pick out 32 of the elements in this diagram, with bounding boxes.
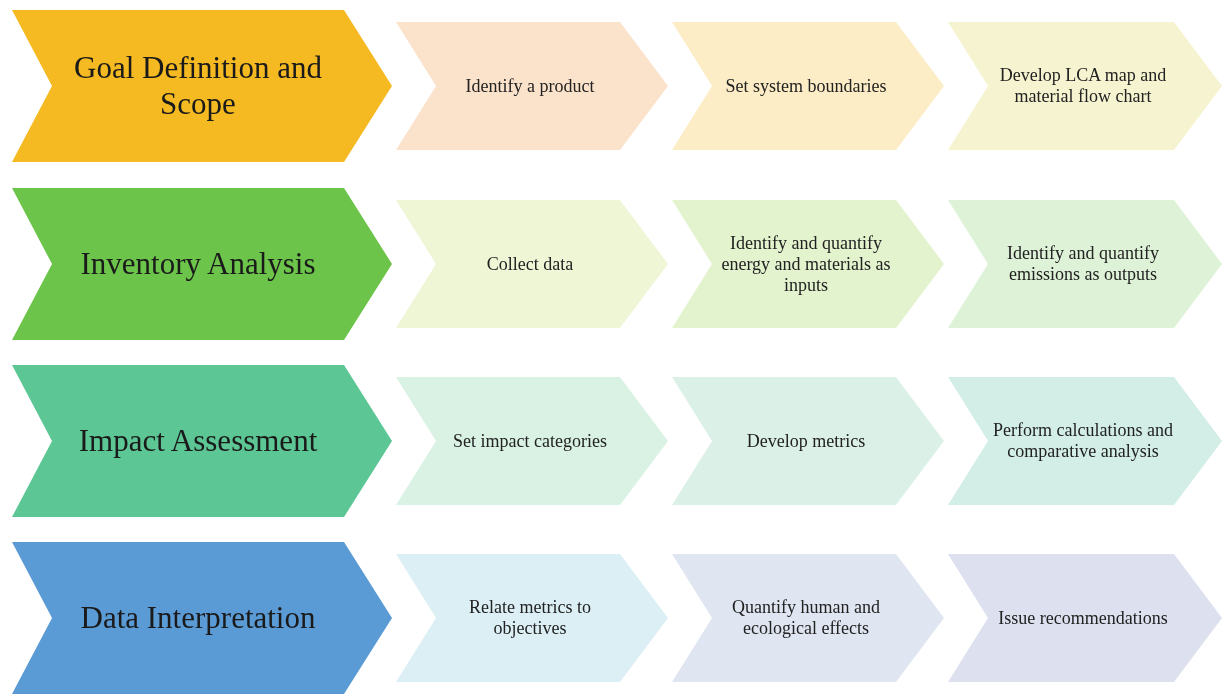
chevron-shape <box>12 188 392 340</box>
chevron-shape <box>948 200 1222 328</box>
chevron-shape <box>948 22 1222 150</box>
chevron-shape <box>672 377 944 505</box>
chevron-shape <box>396 22 668 150</box>
chevron-shape <box>672 200 944 328</box>
chevron-shape <box>396 200 668 328</box>
chevron-shape <box>12 542 392 694</box>
step-label: Identify and quantify energy and materials as inputs <box>720 232 892 296</box>
chevron-shape <box>396 377 668 505</box>
phase-title: Goal Definition and Scope <box>73 50 323 122</box>
step-label: Develop LCA map and material flow chart <box>998 65 1168 107</box>
step-label: Develop metrics <box>746 430 866 452</box>
step-label: Identify and quantify emissions as outputs <box>1006 243 1160 285</box>
step-label: Perform calculations and comparative analysis <box>992 420 1174 462</box>
chevron-shape <box>672 22 944 150</box>
step-label: Collect data <box>486 253 574 275</box>
chevron-shape <box>948 554 1222 682</box>
phase-title: Inventory Analysis <box>80 246 316 282</box>
phase-title: Impact Assessment <box>78 423 318 459</box>
chevron-shape <box>672 554 944 682</box>
step-label: Set system boundaries <box>725 75 887 97</box>
step-label: Quantify human and ecological effects <box>731 597 881 639</box>
phase-title: Data Interpretation <box>80 600 316 636</box>
step-label: Relate metrics to objectives <box>468 597 592 639</box>
chevron-shape <box>12 10 392 162</box>
step-label: Set impact categories <box>453 430 607 452</box>
step-label: Issue recommendations <box>998 607 1168 629</box>
chevron-shape <box>948 377 1222 505</box>
step-label: Identify a product <box>465 75 595 97</box>
chevron-shape <box>12 365 392 517</box>
chevron-shape <box>396 554 668 682</box>
